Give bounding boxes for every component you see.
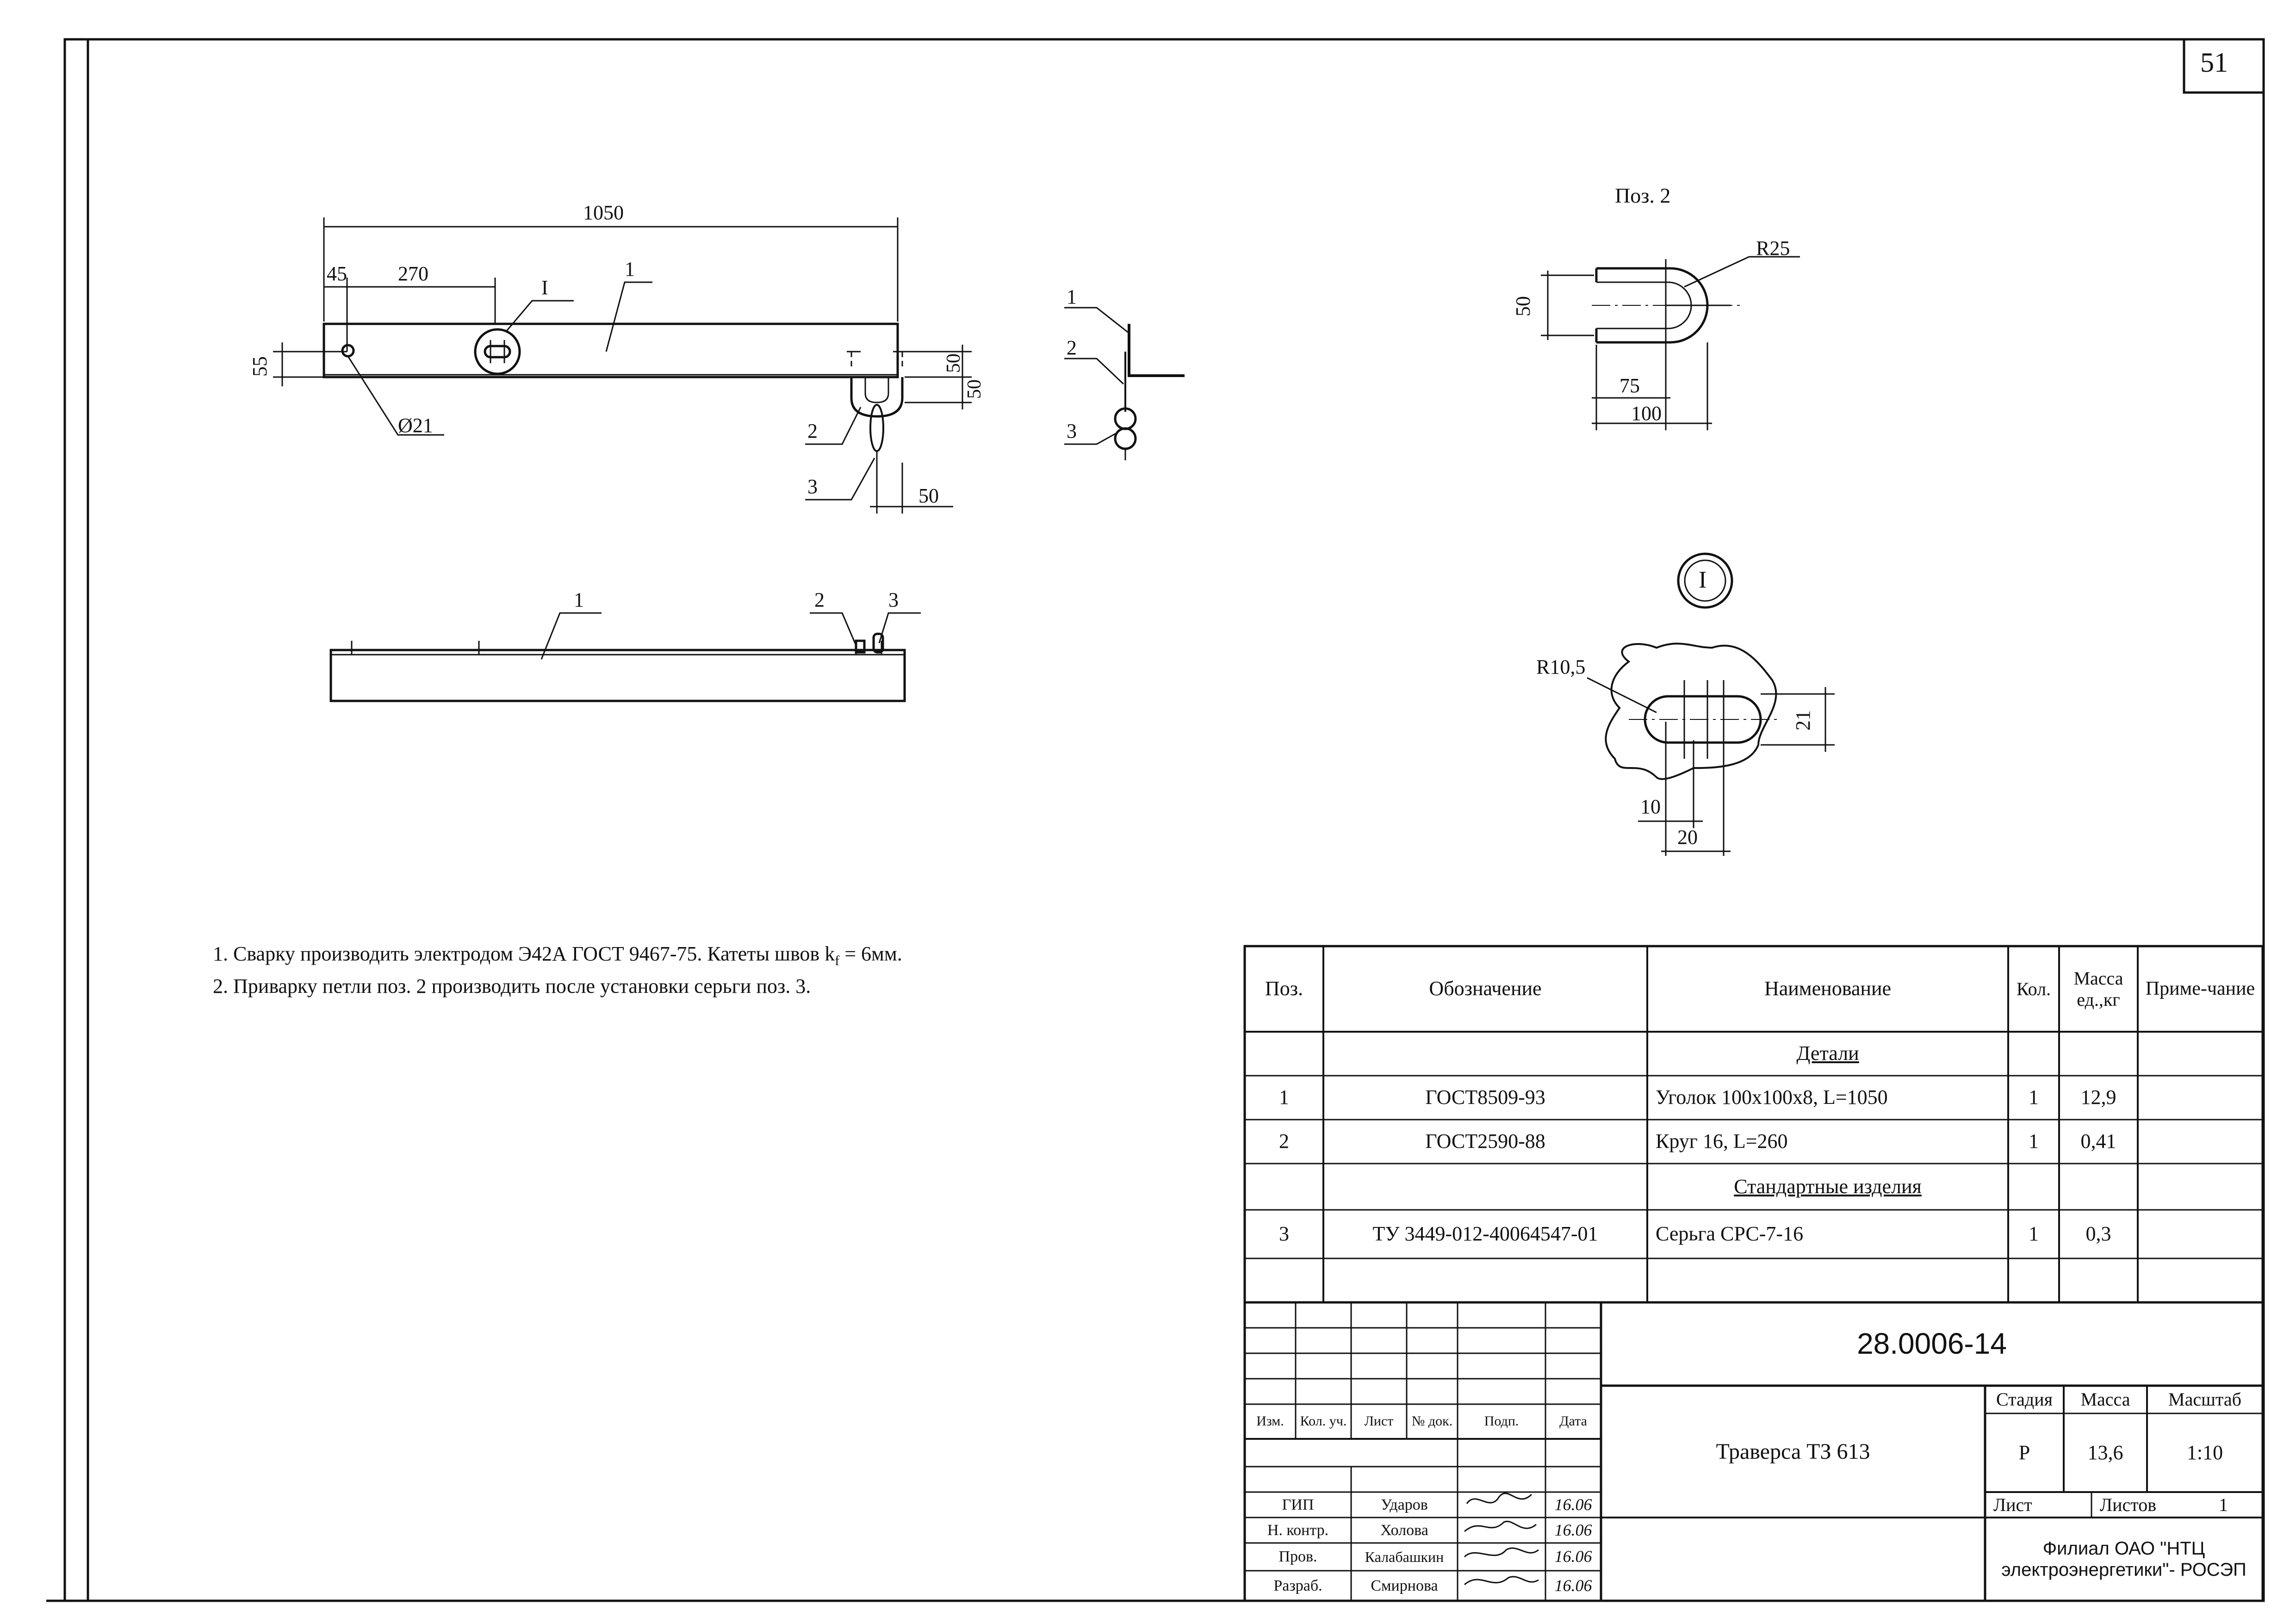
signer-4-role: Разраб. bbox=[1273, 1577, 1322, 1594]
dim-loop-c: 50 bbox=[918, 484, 939, 507]
doc-number: 28.0006-14 bbox=[1857, 1327, 2007, 1361]
detail-dim-width: 21 bbox=[1792, 710, 1814, 731]
signature-2 bbox=[1464, 1520, 1537, 1532]
pos2-dim-outer: 100 bbox=[1631, 402, 1662, 425]
callout-3-side: 3 bbox=[1067, 420, 1077, 442]
col-podp: Подп. bbox=[1484, 1413, 1519, 1429]
signer-1-role: ГИП bbox=[1282, 1496, 1314, 1513]
pos2-title: Поз. 2 bbox=[1615, 184, 1671, 207]
detail-marker: I bbox=[1699, 567, 1707, 593]
detail-dim-a: 10 bbox=[1640, 795, 1661, 818]
spec-row-3-designation: ТУ 3449-012-40064547-01 bbox=[1372, 1222, 1598, 1245]
spec-header-pos: Поз. bbox=[1265, 977, 1303, 1000]
signer-2-name: Холова bbox=[1380, 1521, 1428, 1539]
angle-bar-main bbox=[323, 322, 899, 378]
spec-row-3-qty: 1 bbox=[2029, 1222, 2039, 1245]
callout-2-main: 2 bbox=[807, 420, 818, 442]
sheet-label: Лист bbox=[1993, 1494, 2032, 1515]
spec-row-1-qty: 1 bbox=[2029, 1086, 2039, 1109]
organization: Филиал ОАО "НТЦ электроэнергетики"- РОСЭ… bbox=[2001, 1538, 2246, 1580]
callout-3-main: 3 bbox=[807, 475, 818, 498]
callout-2-plan: 2 bbox=[814, 588, 825, 611]
spec-row-3-mass: 0,3 bbox=[2085, 1222, 2111, 1245]
pos2-dim-height: 50 bbox=[1512, 296, 1534, 316]
signer-2-date: 16.06 bbox=[1554, 1520, 1592, 1539]
scale-label: Масштаб bbox=[2168, 1389, 2241, 1410]
note-2: 2. Приварку петли поз. 2 производить пос… bbox=[213, 975, 811, 997]
detail-dim-b: 20 bbox=[1677, 826, 1698, 849]
detail-dim-radius: R10,5 bbox=[1536, 656, 1586, 678]
callout-2-side: 2 bbox=[1067, 336, 1077, 359]
callout-1-side: 1 bbox=[1067, 285, 1077, 308]
signer-3-role: Пров. bbox=[1278, 1548, 1317, 1566]
mass-label: Масса bbox=[2080, 1389, 2130, 1410]
col-kol: Кол. уч. bbox=[1300, 1413, 1347, 1429]
signature-3 bbox=[1464, 1547, 1539, 1558]
spec-section-standard: Стандартные изделия bbox=[1734, 1175, 1922, 1198]
sheet-number: 51 bbox=[2200, 47, 2228, 78]
callout-1-plan: 1 bbox=[574, 588, 584, 611]
spec-row-1-pos: 1 bbox=[1279, 1086, 1289, 1109]
signer-2-role: Н. контр. bbox=[1267, 1521, 1329, 1539]
col-izm: Изм. bbox=[1256, 1413, 1284, 1429]
dim-hole: Ø21 bbox=[398, 414, 433, 437]
spec-row-2-name: Круг 16, L=260 bbox=[1656, 1130, 1788, 1153]
spec-row-1-name: Уголок 100x100x8, L=1050 bbox=[1656, 1086, 1888, 1109]
sheets-value: 1 bbox=[2219, 1494, 2228, 1515]
spec-row-2-mass: 0,41 bbox=[2080, 1130, 2116, 1153]
pos2-dim-radius: R25 bbox=[1756, 237, 1790, 260]
callout-1-main: 1 bbox=[625, 258, 635, 280]
spec-header-mass: Масса ед.,кг bbox=[2073, 967, 2123, 1010]
spec-row-2-qty: 1 bbox=[2029, 1130, 2039, 1153]
detail-marker-circle bbox=[1677, 552, 1733, 609]
signer-3-date: 16.06 bbox=[1554, 1547, 1592, 1566]
sheets-label: Листов bbox=[2100, 1494, 2157, 1515]
spec-header-qty: Кол. bbox=[2016, 978, 2051, 999]
note-1: 1. Сварку производить электродом Э42А ГО… bbox=[213, 942, 902, 968]
callout-detail-i: I bbox=[541, 276, 548, 299]
dim-offset: 45 bbox=[327, 262, 347, 285]
dim-height: 55 bbox=[248, 356, 271, 377]
spec-row-1-designation: ГОСТ8509-93 bbox=[1425, 1086, 1545, 1109]
signer-1-date: 16.06 bbox=[1554, 1495, 1592, 1514]
signature-4 bbox=[1464, 1576, 1539, 1586]
doc-title: Траверса ТЗ 613 bbox=[1716, 1439, 1870, 1464]
sheet-frame bbox=[63, 38, 2265, 1602]
spec-header-designation: Обозначение bbox=[1429, 977, 1542, 1000]
col-list: Лист bbox=[1364, 1413, 1394, 1429]
dim-loop-a: 50 bbox=[943, 353, 964, 373]
signer-3-name: Калабашкин bbox=[1365, 1548, 1444, 1565]
signer-1-name: Ударов bbox=[1381, 1496, 1428, 1513]
dim-length: 1050 bbox=[583, 201, 624, 224]
signer-4-date: 16.06 bbox=[1554, 1576, 1592, 1595]
signature-1 bbox=[1466, 1493, 1533, 1504]
dim-spacing: 270 bbox=[398, 262, 428, 285]
spec-row-2-designation: ГОСТ2590-88 bbox=[1425, 1130, 1545, 1153]
angle-bar-plan bbox=[329, 649, 906, 702]
spec-row-1-mass: 12,9 bbox=[2080, 1086, 2116, 1109]
col-ndok: № док. bbox=[1411, 1413, 1453, 1429]
spec-section-details: Детали bbox=[1796, 1042, 1859, 1065]
spec-row-2-pos: 2 bbox=[1279, 1130, 1289, 1153]
dim-loop-b: 50 bbox=[964, 379, 985, 399]
sheet-number-box bbox=[2183, 38, 2265, 94]
signer-4-name: Смирнова bbox=[1371, 1577, 1438, 1594]
stage-value: Р bbox=[2018, 1441, 2030, 1464]
spec-header-name: Наименование bbox=[1764, 977, 1892, 1000]
callout-3-plan: 3 bbox=[888, 588, 899, 611]
spec-row-3-pos: 3 bbox=[1279, 1222, 1289, 1245]
stage-label: Стадия bbox=[1996, 1389, 2053, 1410]
mass-value: 13,6 bbox=[2087, 1441, 2123, 1464]
pos2-dim-inner: 75 bbox=[1620, 374, 1640, 397]
col-data: Дата bbox=[1559, 1413, 1587, 1429]
spec-header-note: Приме-чание bbox=[2145, 978, 2255, 1000]
spec-row-3-name: Серьга СРС-7-16 bbox=[1656, 1222, 1804, 1245]
scale-value: 1:10 bbox=[2186, 1441, 2223, 1464]
